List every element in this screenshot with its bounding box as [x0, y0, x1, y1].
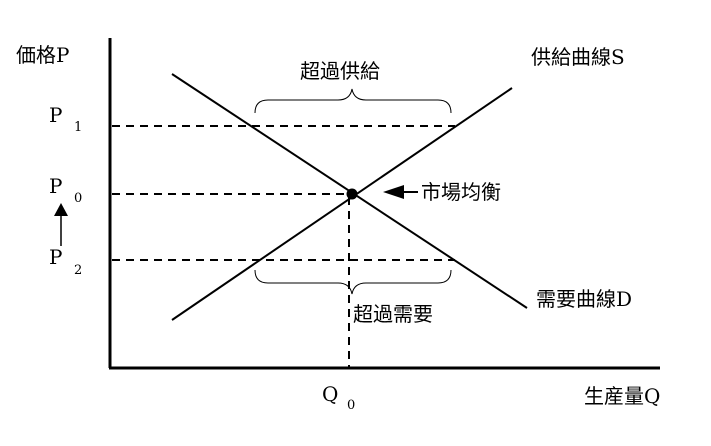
q0-label: Q: [322, 382, 338, 406]
excess-supply-brace: [254, 88, 452, 114]
p2-label: P: [49, 245, 62, 269]
equilibrium-arrow-head: [383, 185, 404, 199]
p0-subscript: 0: [74, 191, 82, 206]
supply-curve-label: 供給曲線S: [531, 45, 625, 69]
y-axis-label: 価格P: [16, 43, 69, 67]
demand-curve-label: 需要曲線D: [536, 287, 632, 311]
q0-subscript: 0: [347, 398, 355, 413]
p1-subscript: 1: [74, 120, 82, 135]
p2-subscript: 2: [74, 263, 82, 278]
p0-label: P: [49, 174, 62, 198]
excess-supply-label: 超過供給: [300, 59, 380, 83]
equilibrium-point: [346, 188, 358, 200]
x-axis-label: 生産量Q: [584, 384, 660, 408]
excess-demand-label: 超過需要: [353, 302, 433, 326]
p1-label: P: [49, 103, 62, 127]
equilibrium-label: 市場均衡: [421, 180, 501, 204]
price-up-arrow-head: [54, 203, 68, 216]
excess-demand-brace: [254, 269, 452, 295]
supply-curve: [171, 87, 513, 321]
